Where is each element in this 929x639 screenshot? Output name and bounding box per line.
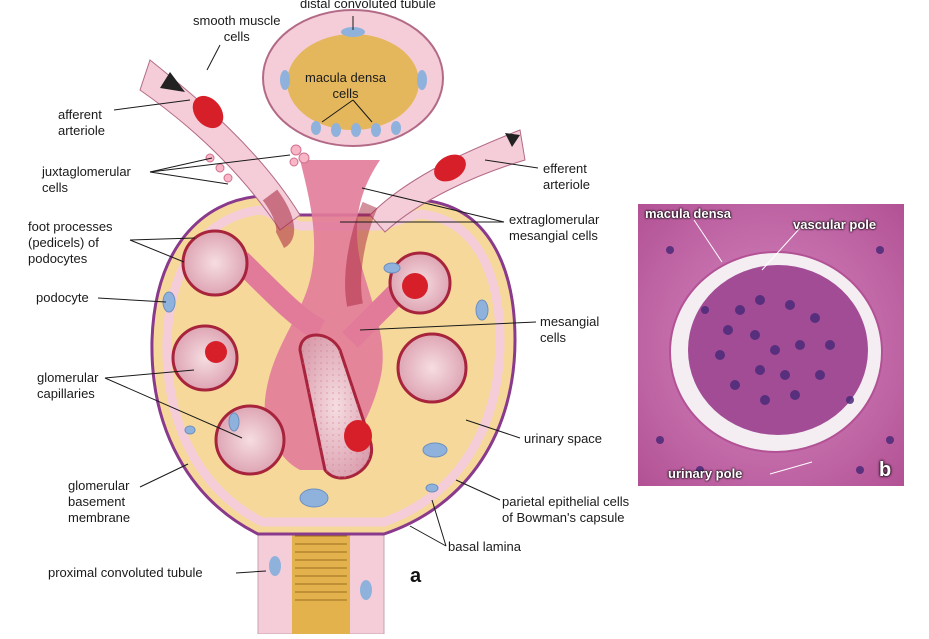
afferent-arteriole-shape: [139, 59, 301, 231]
panel-label-a: a: [410, 565, 422, 587]
label-macula-densa-micrograph: macula densa: [645, 206, 731, 221]
glomerular-capillaries: [171, 189, 468, 480]
label-glomerular-basement-membrane: glomerular basement membrane: [68, 478, 131, 525]
histology-micrograph: [638, 204, 904, 486]
podocyte-nuclei: [162, 262, 489, 508]
label-podocyte: podocyte: [36, 290, 89, 305]
label-foot-processes: foot processes (pedicels) of podocytes: [28, 219, 113, 266]
label-smooth-muscle-cells: smooth muscle cells: [193, 13, 281, 44]
proximal-convoluted-tubule: [257, 519, 385, 635]
label-juxtaglomerular-cells: juxtaglomerular cells: [42, 164, 131, 195]
label-mesangial-cells: mesangial cells: [540, 314, 600, 345]
label-parietal-epithelial-cells: parietal epithelial cells of Bowman's ca…: [502, 494, 630, 525]
juxtaglomerular-granules: [205, 144, 310, 183]
label-macula-densa-cells: macula densa cells: [305, 70, 386, 101]
label-proximal-convoluted-tubule: proximal convoluted tubule: [48, 565, 203, 580]
label-efferent-arteriole: efferent arteriole: [543, 161, 590, 192]
label-basal-lamina: basal lamina: [448, 539, 521, 554]
panel-label-b: b: [879, 459, 892, 481]
label-urinary-space: urinary space: [524, 431, 603, 446]
label-glomerular-capillaries: glomerular capillaries: [37, 370, 99, 401]
label-urinary-pole: urinary pole: [668, 466, 743, 481]
label-vascular-pole: vascular pole: [793, 217, 877, 232]
label-extraglomerular-mesangial-cells: extraglomerular mesangial cells: [509, 212, 600, 243]
label-distal-convoluted-tubule: distal convoluted tubule: [300, 0, 436, 11]
distal-convoluted-tubule: [262, 9, 444, 147]
efferent-arteriole-shape: [369, 129, 526, 233]
leader-lines: [97, 16, 539, 574]
label-afferent-arteriole: afferent arteriole: [58, 107, 105, 138]
